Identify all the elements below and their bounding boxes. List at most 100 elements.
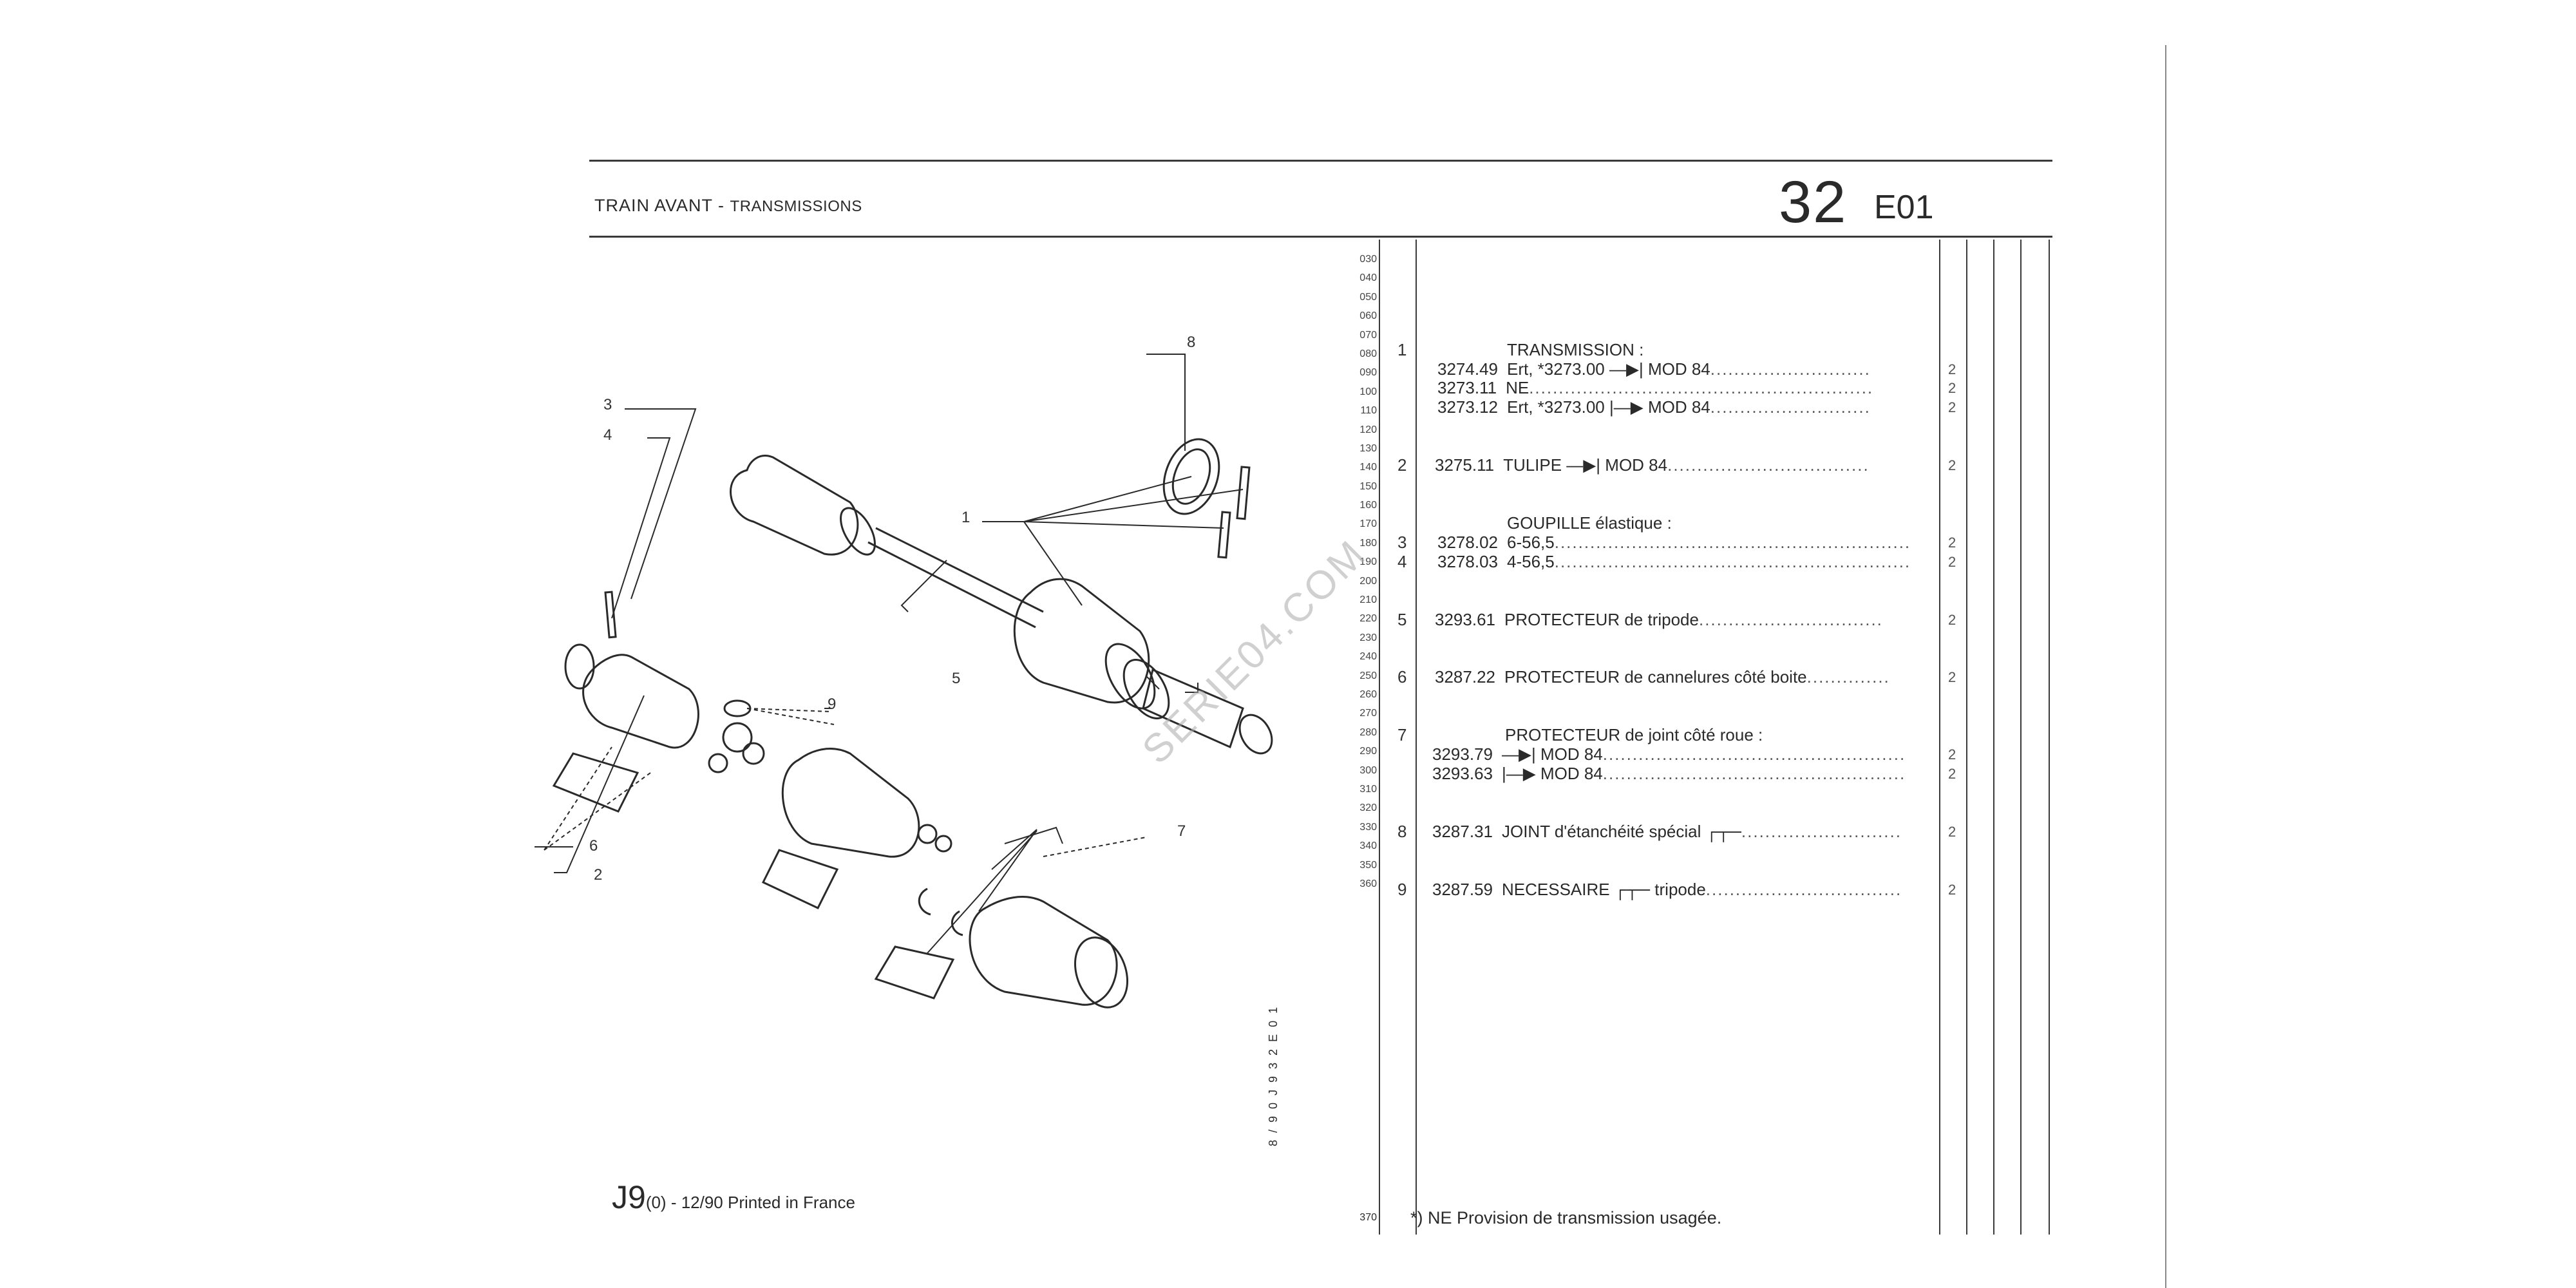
line-number: 200 xyxy=(1359,575,1377,587)
row-ref: 8 xyxy=(1397,822,1407,841)
row-ref: 9 xyxy=(1397,880,1407,899)
row-ref: 5 xyxy=(1397,610,1407,629)
part-description: TRANSMISSION : xyxy=(1507,340,1644,359)
col-line-qty-a xyxy=(1966,240,1967,1235)
col-line-qty-d xyxy=(2049,240,2050,1235)
vertical-page-code: 8 / 9 0 J 9 3 2 E 0 1 xyxy=(1267,1005,1280,1146)
line-number: 220 xyxy=(1359,613,1377,625)
table-row: 3278.03 4-56,5...........................… xyxy=(1437,552,1911,571)
part-number: 3293.61 xyxy=(1435,610,1495,629)
line-number: 140 xyxy=(1359,462,1377,473)
part-description: NE xyxy=(1506,378,1530,397)
top-rule xyxy=(589,160,2052,162)
part-description: |—▶ MOD 84 xyxy=(1501,764,1603,783)
line-number: 040 xyxy=(1359,272,1377,284)
line-number: 060 xyxy=(1359,310,1377,322)
title-main: TRAIN AVANT - xyxy=(594,196,730,215)
part-description: TULIPE —▶| MOD 84 xyxy=(1503,455,1668,475)
part-description: NECESSAIRE ┌┬─ tripode xyxy=(1501,880,1706,899)
exploded-diagram xyxy=(535,354,1273,1009)
header-bottom-rule xyxy=(589,236,2052,238)
quantity: 2 xyxy=(1948,746,1956,762)
part-description: 4-56,5 xyxy=(1506,552,1555,571)
leader-dots: ........................................… xyxy=(1602,744,1906,764)
quantity: 2 xyxy=(1948,766,1956,782)
part-description: Ert, *3273.00 —▶| MOD 84 xyxy=(1506,359,1710,379)
line-number: 100 xyxy=(1359,386,1377,397)
line-number: 030 xyxy=(1359,254,1377,265)
row-ref: 2 xyxy=(1397,455,1407,475)
line-number: 120 xyxy=(1359,424,1377,435)
line-number: 270 xyxy=(1359,708,1377,719)
leader-dots: ........................... xyxy=(1710,359,1871,379)
col-line-linenum xyxy=(1379,240,1380,1235)
title-sub: TRANSMISSIONS xyxy=(730,198,862,215)
part-description: 6-56,5 xyxy=(1506,533,1555,552)
col-line-qty-c xyxy=(2020,240,2022,1235)
part-description: PROTECTEUR de cannelures côté boite xyxy=(1504,667,1807,687)
group-number: 32 xyxy=(1779,169,1848,235)
leader-dots: ........................................… xyxy=(1602,764,1906,783)
part-description: PROTECTEUR de joint côté roue : xyxy=(1505,725,1763,744)
line-number: 160 xyxy=(1359,500,1377,511)
quantity: 2 xyxy=(1948,535,1956,551)
splined-stub xyxy=(1142,668,1244,749)
clip-6 xyxy=(552,752,639,813)
line-number: 310 xyxy=(1359,783,1377,795)
line-number: 240 xyxy=(1359,651,1377,663)
part-description: GOUPILLE élastique : xyxy=(1507,513,1672,533)
part-number: 3274.49 xyxy=(1437,359,1498,379)
line-number: 350 xyxy=(1359,859,1377,871)
line-number: 230 xyxy=(1359,632,1377,643)
clip-5 xyxy=(761,849,839,909)
quantity: 2 xyxy=(1948,824,1956,840)
leader-dots: .............. xyxy=(1806,667,1890,687)
part-number: 3287.59 xyxy=(1432,880,1493,899)
row-ref: 7 xyxy=(1397,725,1407,744)
inner-boot xyxy=(730,455,859,556)
part-description: JOINT d'étanchéité spécial ┌┬─ xyxy=(1501,822,1741,841)
leader-dots: ........................................… xyxy=(1554,552,1911,571)
part-number: 3275.11 xyxy=(1435,455,1495,475)
part-number: 3273.11 xyxy=(1437,378,1497,397)
callout-8: 8 xyxy=(1187,334,1196,351)
line-number-370: 370 xyxy=(1359,1212,1377,1223)
table-row: 3274.49 Ert, *3273.00 —▶| MOD 84.........… xyxy=(1437,359,1871,379)
line-number: 170 xyxy=(1359,518,1377,530)
quantity: 2 xyxy=(1948,882,1956,898)
quantity: 2 xyxy=(1948,361,1956,377)
footnote: *) NE Provision de transmission usagée. xyxy=(1410,1208,1722,1227)
part-number: 3287.31 xyxy=(1432,822,1493,841)
quantity: 2 xyxy=(1948,612,1956,628)
row-ref: 4 xyxy=(1397,552,1407,571)
callout-7: 7 xyxy=(1177,822,1186,840)
leader-dots: ............................... xyxy=(1698,610,1883,629)
line-number: 190 xyxy=(1359,556,1377,568)
line-number: 110 xyxy=(1360,405,1377,417)
line-number: 360 xyxy=(1359,878,1377,889)
tripode xyxy=(722,722,753,753)
line-number: 070 xyxy=(1359,329,1377,341)
page-code: E01 xyxy=(1874,189,1934,226)
part-number: 3278.03 xyxy=(1437,552,1498,571)
footer-variant: (0) xyxy=(645,1193,667,1212)
callout-9: 9 xyxy=(828,696,837,713)
line-number: 300 xyxy=(1359,764,1377,776)
wheel-side-boot xyxy=(969,896,1118,1006)
tripode-boot xyxy=(781,748,920,858)
tulipe xyxy=(582,654,699,749)
quantity: 2 xyxy=(1948,380,1956,396)
table-row: 3293.63|—▶ MOD 84.......................… xyxy=(1432,764,1906,783)
callout-1: 1 xyxy=(961,509,971,526)
callout-4: 4 xyxy=(603,426,612,444)
table-row: TRANSMISSION : xyxy=(1507,340,1643,359)
table-row: 3293.79—▶| MOD 84.......................… xyxy=(1432,744,1906,764)
line-number: 330 xyxy=(1359,821,1377,833)
col-line-desc-end xyxy=(1939,240,1940,1235)
footer-model: J9 xyxy=(612,1179,646,1215)
line-number: 340 xyxy=(1359,840,1377,852)
